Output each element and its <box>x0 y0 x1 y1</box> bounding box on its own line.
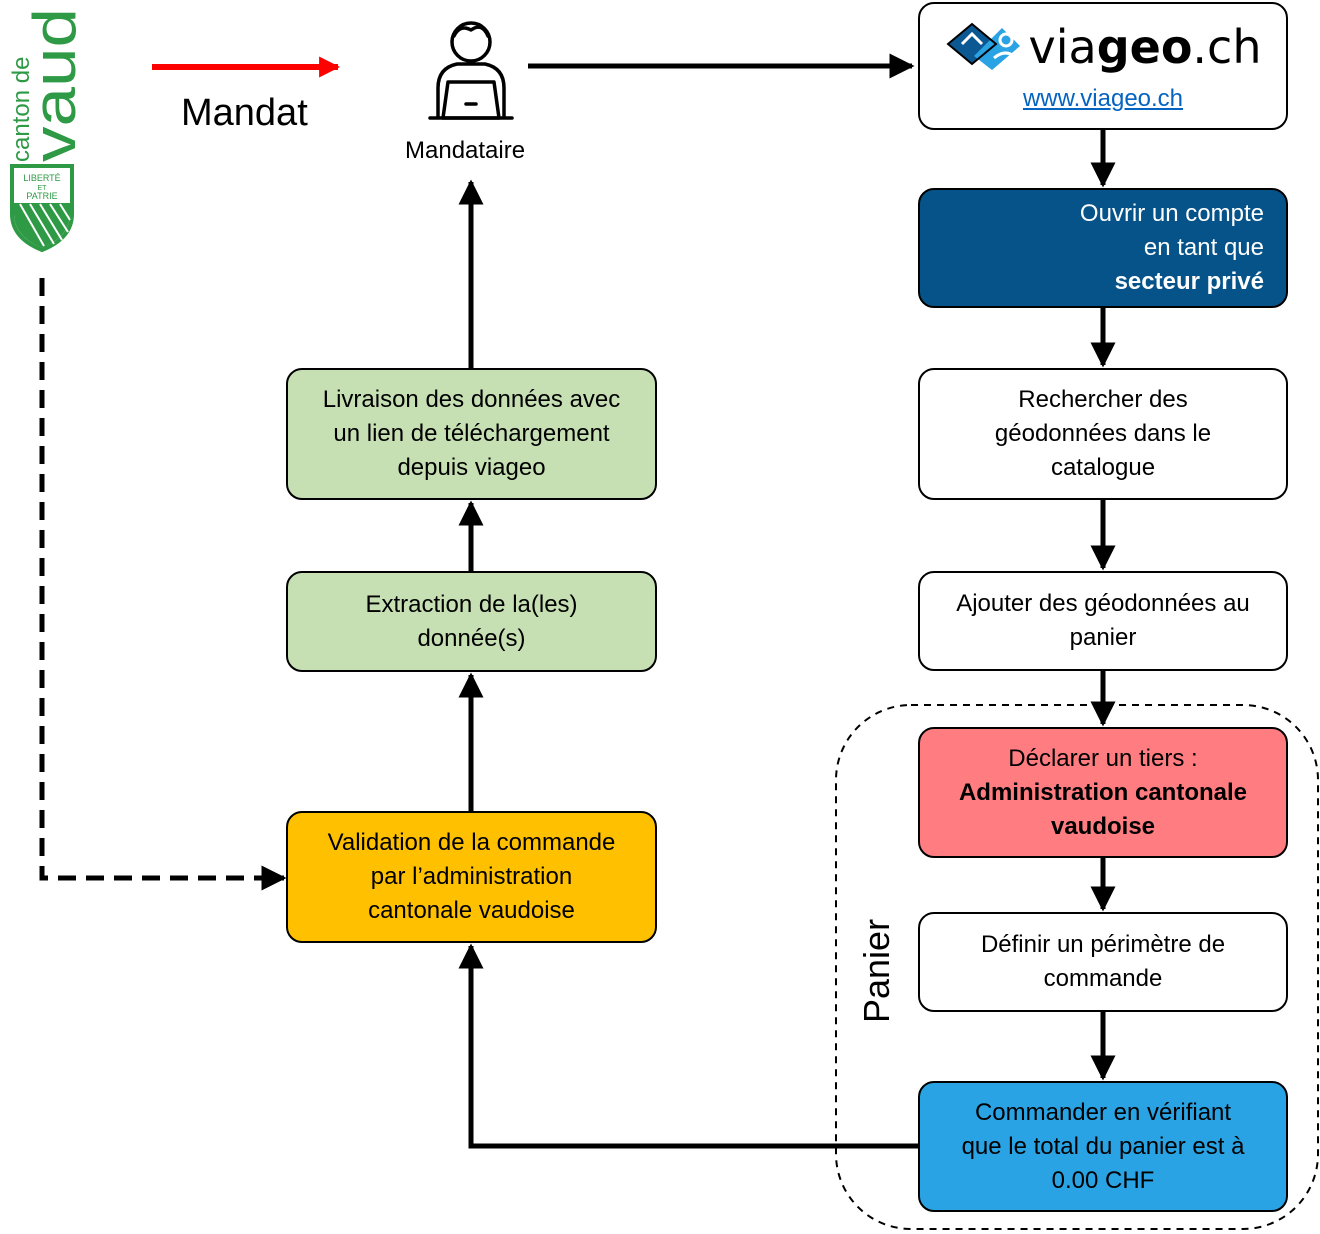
validation-line1: Validation de la commande <box>327 829 616 856</box>
search-line3: catalogue <box>1050 454 1156 481</box>
step-extraction[interactable]: Extraction de la(les) donnée(s) <box>286 571 657 672</box>
vaud-text: vaud <box>21 8 88 162</box>
order-line1: Commander en vérifiant <box>974 1098 1232 1126</box>
motto-line2: ET <box>38 185 48 192</box>
extraction-line1: Extraction de la(les) <box>365 590 578 618</box>
perimeter-line1: Définir un périmètre de <box>980 931 1226 958</box>
third-line2: Administration cantonale <box>958 778 1248 806</box>
user-laptop-icon <box>428 21 514 120</box>
step-define-perimeter[interactable]: Définir un périmètre de commande <box>918 912 1288 1012</box>
order-line3: 0.00 CHF <box>1051 1166 1155 1194</box>
arrow-canton-validation <box>39 278 287 891</box>
viageo-link[interactable]: www.viageo.ch <box>1022 85 1184 112</box>
step-search-catalogue[interactable]: Rechercher des géodonnées dans le catalo… <box>918 368 1288 500</box>
search-line2: géodonnées dans le <box>994 420 1212 447</box>
step-order[interactable]: Commander en vérifiant que le total du p… <box>918 1081 1288 1212</box>
viageo-brand-prefix: via <box>1028 20 1097 74</box>
step-declare-third-party[interactable]: Déclarer un tiers : Administration canto… <box>918 727 1288 858</box>
delivery-line3: depuis viageo <box>397 454 546 481</box>
panier-label: Panier <box>856 918 897 1023</box>
add-line1: Ajouter des géodonnées au <box>956 590 1250 617</box>
delivery-line1: Livraison des données avec <box>322 386 621 413</box>
step-validation[interactable]: Validation de la commande par l’administ… <box>286 811 657 943</box>
arrow-order-validation <box>458 943 918 1149</box>
account-line1: Ouvrir un compte <box>1079 200 1264 227</box>
perimeter-line2: commande <box>1043 965 1163 992</box>
step-add-to-cart[interactable]: Ajouter des géodonnées au panier <box>918 571 1288 671</box>
canton-de-text: canton de <box>8 57 35 162</box>
add-line2: panier <box>1069 624 1137 651</box>
viageo-logo-icon <box>946 22 1021 70</box>
canton-vaud-logo: LIBERTÉ ET PATRIE canton de vaud <box>8 8 88 253</box>
order-line2: que le total du panier est à <box>961 1132 1245 1160</box>
mandat-label: Mandat <box>181 92 308 134</box>
viageo-brand-suffix: .ch <box>1192 20 1262 74</box>
viageo-brand-bold: geo <box>1096 20 1193 74</box>
panier-group-border <box>835 704 1319 1230</box>
validation-line2: par l’administration <box>370 863 573 890</box>
step-open-account[interactable]: Ouvrir un compte en tant que secteur pri… <box>918 188 1288 308</box>
account-line3: secteur privé <box>1114 268 1264 295</box>
account-line2: en tant que <box>1143 234 1264 261</box>
search-line1: Rechercher des <box>1018 386 1188 413</box>
motto-line1: LIBERTÉ <box>23 173 60 183</box>
third-line1: Déclarer un tiers : <box>1008 744 1198 772</box>
mandataire-label: Mandataire <box>405 137 526 164</box>
delivery-line2: un lien de téléchargement <box>333 420 610 447</box>
extraction-line2: donnée(s) <box>417 624 526 652</box>
motto-line3: PATRIE <box>26 191 57 201</box>
step-delivery[interactable]: Livraison des données avec un lien de té… <box>286 368 657 500</box>
validation-line3: cantonale vaudoise <box>368 897 575 924</box>
third-line3: vaudoise <box>1050 812 1156 840</box>
